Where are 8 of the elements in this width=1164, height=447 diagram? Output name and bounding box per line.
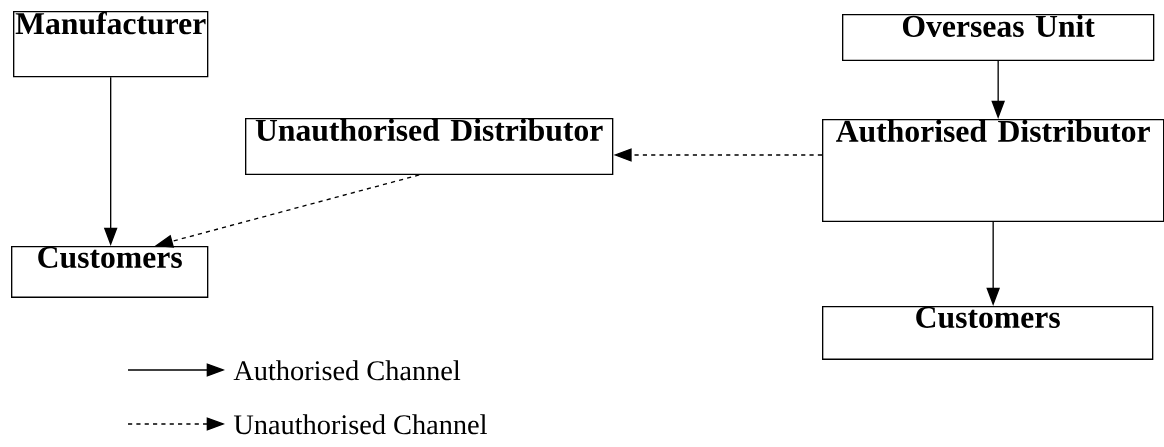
process-box: Unauthorised Distributor (245, 118, 614, 175)
process-box: Manufacturer (13, 11, 209, 78)
legend-label: Unauthorised Channel (233, 414, 487, 435)
process-box: Authorised Distributor (822, 119, 1164, 222)
process-box: Customers (822, 306, 1154, 360)
process-box: Customers (11, 246, 209, 298)
legend-label: Authorised Channel (233, 360, 461, 381)
process-box: Overseas Unit (842, 14, 1155, 61)
